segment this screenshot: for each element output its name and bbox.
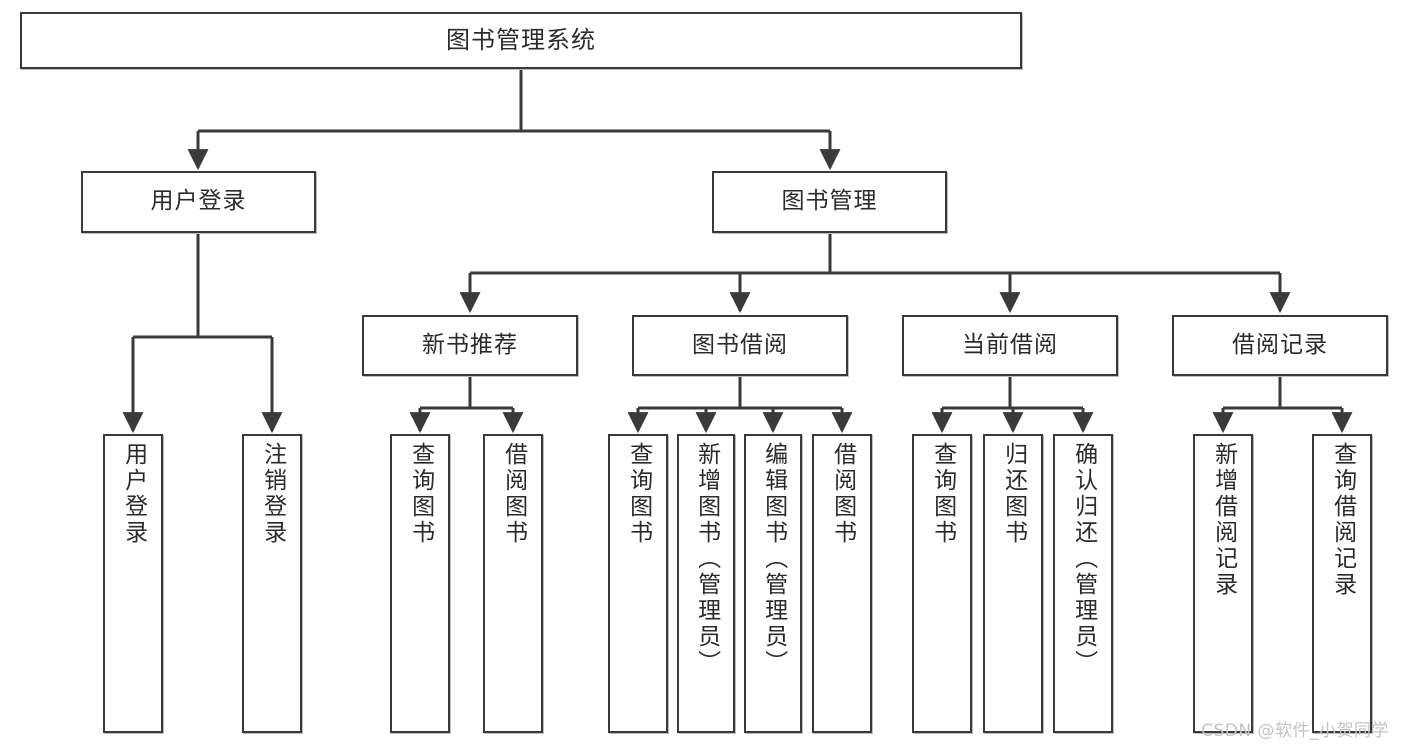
leaf-return-book[interactable]: 归还图书 [983,434,1043,733]
leaf-query-book-newbook[interactable]: 查询图书 [390,434,450,733]
leaf-edit-book-admin[interactable]: 编辑图书（管理员） [744,434,802,733]
leaf-borrow-book-borrow[interactable]: 借阅图书 [812,434,872,733]
leaf-label: 新增借阅记录 [1210,442,1237,598]
leaf-user-login[interactable]: 用户登录 [103,434,163,733]
leaf-add-book-admin[interactable]: 新增图书（管理员） [677,434,735,733]
leaf-label: 查询借阅记录 [1329,442,1356,598]
node-borrow-records[interactable]: 借阅记录 [1172,315,1388,376]
node-book-manage[interactable]: 图书管理 [712,171,947,233]
leaf-label: 借阅图书 [829,442,856,546]
leaf-query-book-current[interactable]: 查询图书 [912,434,972,733]
leaf-label: 查询图书 [625,442,652,546]
leaf-label: 查询图书 [407,442,434,546]
node-user-login[interactable]: 用户登录 [81,171,316,233]
node-current-borrow[interactable]: 当前借阅 [902,315,1118,376]
leaf-confirm-return-admin[interactable]: 确认归还（管理员） [1053,434,1113,733]
leaf-label: 归还图书 [1000,442,1027,546]
leaf-borrow-book-newbook[interactable]: 借阅图书 [483,434,543,733]
leaf-query-borrow-record[interactable]: 查询借阅记录 [1312,434,1372,733]
leaf-label: 用户登录 [120,442,147,546]
node-book-borrow[interactable]: 图书借阅 [632,315,848,376]
leaf-query-book-borrow[interactable]: 查询图书 [608,434,668,733]
node-new-book-recommend[interactable]: 新书推荐 [362,315,578,376]
leaf-label: 确认归还（管理员） [1070,442,1097,676]
node-root[interactable]: 图书管理系统 [20,12,1022,69]
leaf-add-borrow-record[interactable]: 新增借阅记录 [1193,434,1253,733]
watermark: CSDN @软件_小贺同学 [1201,721,1389,741]
leaf-label: 新增图书（管理员） [693,442,720,676]
leaf-label: 借阅图书 [500,442,527,546]
leaf-label: 查询图书 [929,442,956,546]
leaf-logout[interactable]: 注销登录 [242,434,302,733]
leaf-label: 注销登录 [259,442,286,546]
leaf-label: 编辑图书（管理员） [760,442,787,676]
